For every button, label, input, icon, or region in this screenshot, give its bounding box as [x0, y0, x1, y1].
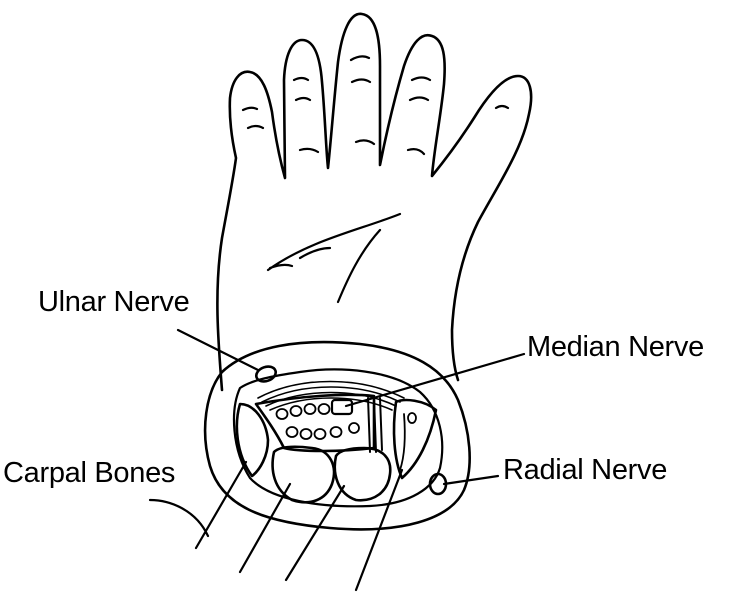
radial-nerve-label: Radial Nerve [503, 454, 667, 486]
carpal-bone-right-detail [400, 414, 405, 470]
radial-nerve-leader [444, 476, 498, 484]
carpal-bone-1 [273, 447, 334, 502]
median-nerve-structure [332, 400, 352, 414]
carpal-bone-2 [335, 448, 390, 500]
tendon-sheath [368, 398, 382, 452]
median-nerve-leader [346, 354, 524, 406]
carpal-bone-right-notch [408, 413, 416, 423]
hand-outline [217, 14, 531, 390]
carpal-bones-label: Carpal Bones [3, 457, 175, 489]
finger-creases [243, 56, 508, 154]
median-nerve-label: Median Nerve [527, 331, 704, 363]
palm-lines [268, 214, 400, 302]
flexor-tendons [277, 404, 360, 439]
ulnar-nerve-label: Ulnar Nerve [38, 286, 189, 318]
